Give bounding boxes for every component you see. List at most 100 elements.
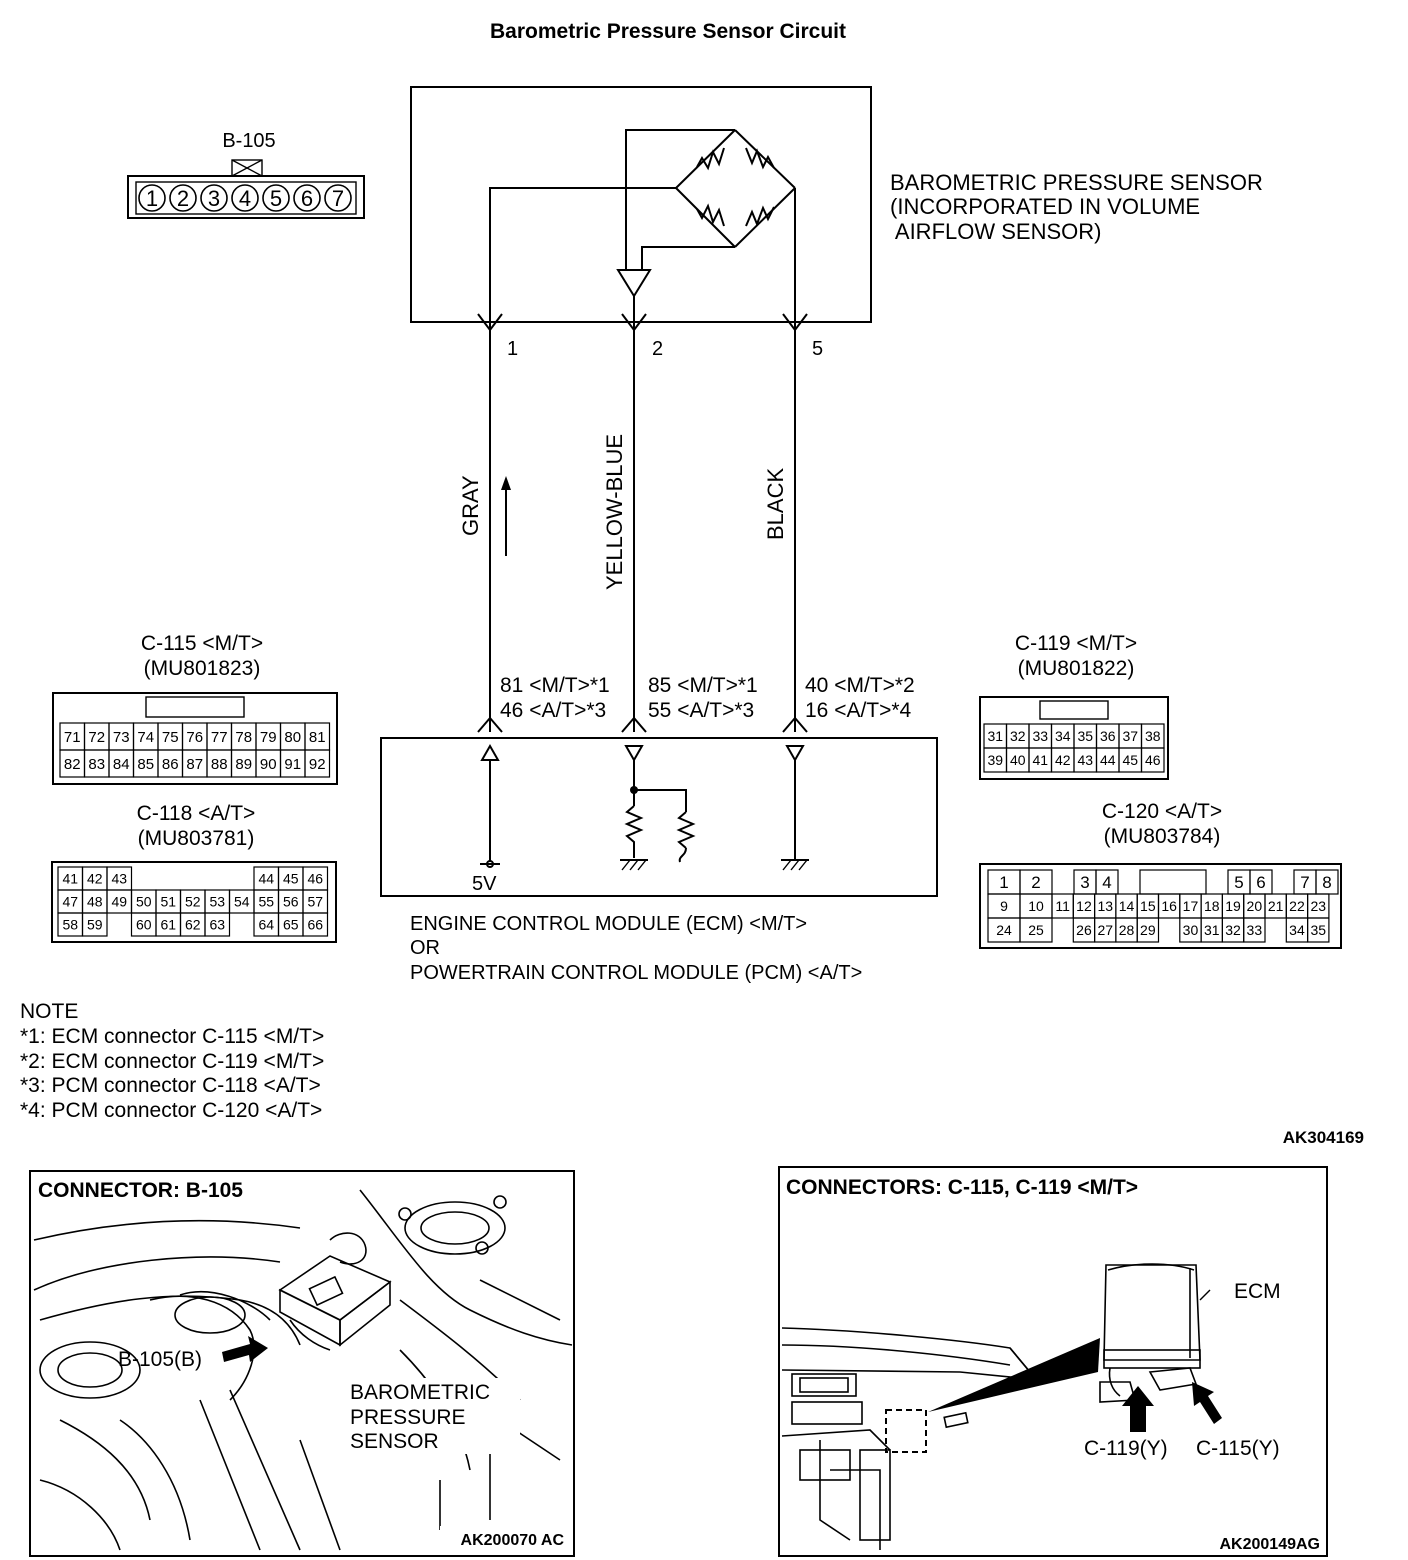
connector-c120-pin-19: 19 <box>1225 898 1241 914</box>
note-item-3: *3: PCM connector C-118 <A/T> <box>20 1074 321 1097</box>
connector-c119-pin-32: 32 <box>1010 728 1026 744</box>
ecm-pin-yb-at: 55 <A/T>*3 <box>648 699 754 722</box>
connector-b105-pin-3: 3 <box>208 186 220 211</box>
connector-c115-pin-76: 76 <box>186 729 203 746</box>
panel-right-c115-label: C-115(Y) <box>1196 1437 1280 1460</box>
connector-c119-pin-37: 37 <box>1122 728 1138 744</box>
connector-c120-pin-9: 9 <box>1000 898 1008 914</box>
connector-c120-pin-6: 6 <box>1256 873 1265 892</box>
connector-c115-pin-74: 74 <box>137 729 154 746</box>
connector-c120-pin-29: 29 <box>1140 922 1156 938</box>
note-item-1: *1: ECM connector C-115 <M/T> <box>20 1025 324 1048</box>
connector-c115-pin-88: 88 <box>211 756 228 773</box>
panel-left-label-3: SENSOR <box>350 1430 439 1453</box>
ecm-label-3: POWERTRAIN CONTROL MODULE (PCM) <A/T> <box>410 962 862 984</box>
connector-c119-pin-36: 36 <box>1100 728 1116 744</box>
connector-c120-pin-30: 30 <box>1183 922 1199 938</box>
connector-b105-pin-2: 2 <box>177 186 189 211</box>
ecm-pin-black-at: 16 <A/T>*4 <box>805 699 912 722</box>
connector-c120-pin-8: 8 <box>1322 873 1331 892</box>
connector-c118-pin-61: 61 <box>160 917 176 933</box>
wire-black-label: BLACK <box>763 468 788 540</box>
connector-c115-name: C-115 <M/T> <box>141 632 263 655</box>
connector-c118-pin-58: 58 <box>62 917 78 933</box>
connector-c119-pin-35: 35 <box>1077 728 1093 744</box>
connector-c118-part: (MU803781) <box>138 827 255 850</box>
connector-c120-pin-35: 35 <box>1310 922 1326 938</box>
connector-c120-pin-28: 28 <box>1119 922 1135 938</box>
panel-right-figure-id: AK200149AG <box>1220 1536 1321 1553</box>
callout-arrow <box>222 1336 268 1362</box>
ecm-pin-gray-at: 46 <A/T>*3 <box>500 699 606 722</box>
connector-c120-name: C-120 <A/T> <box>1102 800 1222 823</box>
panel-left-callout: B-105(B) <box>118 1348 202 1371</box>
sensor-pin-1: 1 <box>507 338 518 360</box>
connector-c120-pin-17: 17 <box>1183 898 1199 914</box>
connector-c119-pin-42: 42 <box>1055 752 1071 768</box>
connector-c120-pin-25: 25 <box>1028 922 1044 938</box>
panel-left-title: CONNECTOR: B-105 <box>38 1179 243 1202</box>
connector-c120-pin-20: 20 <box>1247 898 1263 914</box>
connector-b105-pin-6: 6 <box>301 186 313 211</box>
connector-c118-pin-54: 54 <box>234 894 250 910</box>
connector-c119-pin-40: 40 <box>1010 752 1026 768</box>
connector-c118-pin-42: 42 <box>87 871 103 887</box>
connector-c115-pin-87: 87 <box>186 756 203 773</box>
panel-right-ecm-label: ECM <box>1234 1280 1281 1303</box>
connector-c118-pin-66: 66 <box>307 917 323 933</box>
connector-c118-pin-64: 64 <box>258 917 274 933</box>
zoom-wedge <box>928 1338 1100 1412</box>
c115-arrow <box>1192 1382 1222 1424</box>
connector-c118-pin-50: 50 <box>136 894 152 910</box>
connector-c119-pin-45: 45 <box>1122 752 1138 768</box>
connector-c119-pin-46: 46 <box>1145 752 1161 768</box>
connector-c120-pin-3: 3 <box>1080 873 1089 892</box>
connector-c115-pin-75: 75 <box>162 729 179 746</box>
connector-c119-pin-44: 44 <box>1100 752 1116 768</box>
connector-c118-pin-56: 56 <box>283 894 299 910</box>
connector-c118-pin-57: 57 <box>307 894 323 910</box>
connector-c120-pin-5: 5 <box>1234 873 1243 892</box>
connector-c120-part: (MU803784) <box>1104 825 1221 848</box>
panel-left-label-2: PRESSURE <box>350 1406 466 1429</box>
ecm-pin-black-mt: 40 <M/T>*2 <box>805 674 915 697</box>
connector-c120-pin-16: 16 <box>1161 898 1177 914</box>
connector-c119-part: (MU801822) <box>1018 657 1135 680</box>
connector-c120-pin-32: 32 <box>1225 922 1241 938</box>
connector-c119-pin-41: 41 <box>1032 752 1048 768</box>
sensor-label-3: AIRFLOW SENSOR) <box>890 219 1101 244</box>
connector-c120-pin-7: 7 <box>1300 873 1309 892</box>
signal-direction-arrow <box>501 476 511 556</box>
connector-c118-pin-62: 62 <box>185 917 201 933</box>
connector-c115-part: (MU801823) <box>144 657 261 680</box>
wire-gray-label: GRAY <box>458 475 483 536</box>
ecm-module <box>1103 1264 1201 1361</box>
connector-c120-pin-34: 34 <box>1289 922 1305 938</box>
connector-c119-pin-43: 43 <box>1077 752 1093 768</box>
connector-c118-pin-65: 65 <box>283 917 299 933</box>
connector-c115-pin-85: 85 <box>137 756 154 773</box>
note-item-2: *2: ECM connector C-119 <M/T> <box>20 1050 324 1073</box>
connector-c120-pin-4: 4 <box>1102 873 1111 892</box>
connector-b105-pin-1: 1 <box>146 186 158 211</box>
connector-b105-name: B-105 <box>222 130 275 152</box>
diagram-title: Barometric Pressure Sensor Circuit <box>490 20 846 43</box>
connector-c120-pin-26: 26 <box>1076 922 1092 938</box>
connector-c115-pin-82: 82 <box>64 756 81 773</box>
sensor-pin-2: 2 <box>652 338 663 360</box>
connector-c118-pin-60: 60 <box>136 917 152 933</box>
connector-c115-pin-77: 77 <box>211 729 228 746</box>
connector-c115-pin-89: 89 <box>235 756 252 773</box>
connector-c119-pin-38: 38 <box>1145 728 1161 744</box>
connector-c118-pin-63: 63 <box>209 917 225 933</box>
dashboard-illustration <box>781 1263 1222 1550</box>
connector-c120-pin-2: 2 <box>1031 873 1040 892</box>
connector-c119-pin-31: 31 <box>987 728 1003 744</box>
connector-c118-pin-46: 46 <box>307 871 323 887</box>
connector-c118-pin-59: 59 <box>87 917 103 933</box>
connector-c120-pin-15: 15 <box>1140 898 1156 914</box>
